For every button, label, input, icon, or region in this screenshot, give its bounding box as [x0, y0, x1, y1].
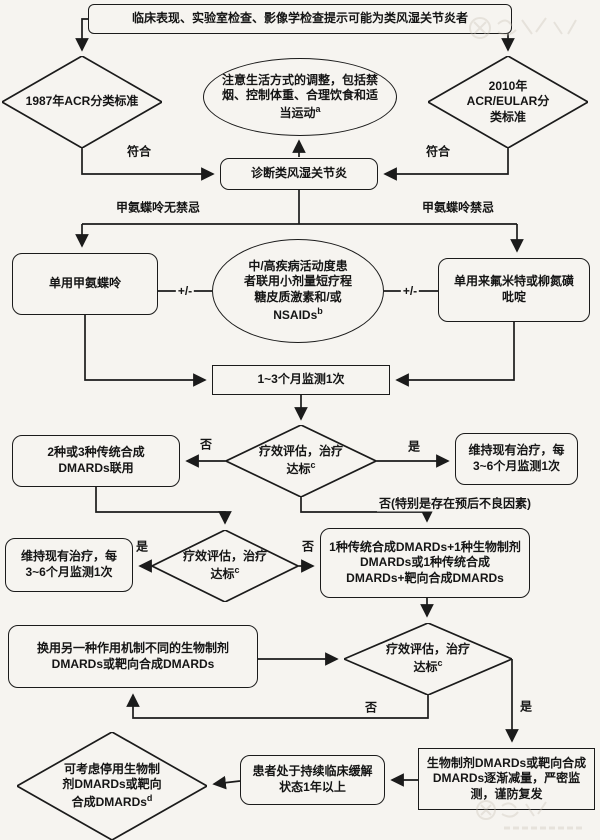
node-acr2010-label: 2010年ACR/EULAR分类标准: [466, 78, 550, 124]
node-taper-monitor: 生物制剂DMARDs或靶向合成DMARDs逐渐减量，严密监测，谨防复发: [418, 748, 595, 810]
diamond-shape: [2, 56, 162, 148]
node-mtx-label: 单用甲氨蝶呤: [48, 276, 121, 291]
edge-label-no-3: 否: [362, 698, 380, 716]
node-assess3-label: 疗效评估，治疗达标c: [385, 642, 470, 674]
edge-label-no-1: 否: [197, 435, 215, 453]
edge-label-mtx-no-contraindication: 甲氨蝶呤无禁忌: [113, 198, 203, 216]
node-assess1-label: 疗效评估，治疗达标c: [259, 444, 344, 476]
edge-label-yes-1: 是: [405, 437, 423, 455]
node-maintain-right-label: 维持现有治疗，每3~6个月监测1次: [468, 443, 565, 473]
node-consider-stop-biologic: 可考虑停用生物制剂DMARDs或靶向合成DMARDsd: [17, 732, 207, 840]
diamond-shape: [344, 623, 512, 695]
node-steroid-label: 中/高疾病活动度患者联用小剂量短疗程糖皮质激素和/或NSAIDsb: [244, 258, 353, 322]
diamond-shape: [226, 425, 376, 497]
node-diagnose: 诊断类风湿关节炎: [220, 158, 378, 190]
edge-label-plusminus-right: +/-: [400, 284, 420, 298]
edge-label-no-2: 否: [299, 537, 317, 555]
node-assess2-label: 疗效评估，治疗达标c: [183, 549, 268, 581]
edge-label-yes-2: 是: [133, 537, 151, 555]
node-switch-biologic: 换用另一种作用机制不同的生物制剂DMARDs或靶向合成DMARDs: [8, 625, 258, 688]
node-assess3-decision: 疗效评估，治疗达标c: [344, 623, 512, 695]
node-entry: 临床表现、实验室检查、影像学检查提示可能为类风湿关节炎者: [88, 4, 512, 34]
node-lef-ssz: 单用来氟米特或柳氮磺吡啶: [438, 258, 590, 322]
node-biologic-combination: 1种传统合成DMARDs+1种生物制剂DMARDs或1种传统合成DMARDs+靶…: [320, 528, 530, 598]
node-remission-label: 患者处于持续临床缓解状态1年以上: [252, 764, 373, 794]
node-bio-combo-label: 1种传统合成DMARDs+1种生物制剂DMARDs或1种传统合成DMARDs+靶…: [329, 539, 521, 585]
node-entry-label: 临床表现、实验室检查、影像学检查提示可能为类风湿关节炎者: [131, 11, 468, 26]
node-taper-label: 生物制剂DMARDs或靶向合成DMARDs逐渐减量，严密监测，谨防复发: [426, 755, 587, 801]
edge-label-no-special: 否(特别是存在预后不良因素): [377, 494, 533, 512]
node-mtx-monotherapy: 单用甲氨蝶呤: [12, 253, 158, 315]
node-lef-label: 单用来氟米特或柳氮磺吡啶: [454, 274, 575, 304]
node-monitor13-label: 1~3个月监测1次: [257, 372, 345, 387]
edge-label-plusminus-left: +/-: [175, 284, 195, 298]
watermark-bottom-right-icon: [470, 796, 596, 838]
node-acr1987-decision: 1987年ACR分类标准: [2, 56, 162, 148]
diamond-shape: [428, 56, 588, 148]
edge-label-meets-right: 符合: [423, 142, 453, 160]
node-monitor-1-3-months: 1~3个月监测1次: [212, 365, 390, 395]
node-switch-bio-label: 换用另一种作用机制不同的生物制剂DMARDs或靶向合成DMARDs: [36, 640, 229, 671]
edge-label-yes-3: 是: [517, 697, 535, 715]
node-maintain-left: 维持现有治疗，每3~6个月监测1次: [5, 538, 133, 592]
node-lifestyle-label: 注意生活方式的调整，包括禁烟、控制体重、合理饮食和适当运动a: [221, 72, 378, 120]
edge-label-meets-left: 符合: [124, 142, 154, 160]
node-assess2-decision: 疗效评估，治疗达标c: [152, 530, 298, 602]
node-combo23-label: 2种或3种传统合成DMARDs联用: [47, 445, 145, 475]
node-maintain-left-label: 维持现有治疗，每3~6个月监测1次: [20, 549, 117, 579]
node-lifestyle-advice: 注意生活方式的调整，包括禁烟、控制体重、合理饮食和适当运动a: [203, 58, 397, 136]
watermark-top-right-icon: [462, 6, 592, 54]
node-assess1-decision: 疗效评估，治疗达标c: [226, 425, 376, 497]
node-steroid-nsaids: 中/高疾病活动度患者联用小剂量短疗程糖皮质激素和/或NSAIDsb: [212, 239, 384, 343]
node-acr2010-decision: 2010年ACR/EULAR分类标准: [428, 56, 588, 148]
node-stop-bio-label: 可考虑停用生物制剂DMARDs或靶向合成DMARDsd: [62, 761, 162, 809]
diamond-shape: [17, 732, 207, 840]
node-acr1987-label: 1987年ACR分类标准: [25, 94, 139, 109]
diamond-shape: [152, 530, 298, 602]
node-diagnose-label: 诊断类风湿关节炎: [250, 166, 347, 181]
node-csdmards-combination: 2种或3种传统合成DMARDs联用: [12, 435, 180, 487]
edge-label-mtx-contraindication: 甲氨蝶呤禁忌: [419, 198, 497, 216]
node-maintain-right: 维持现有治疗，每3~6个月监测1次: [455, 433, 578, 485]
node-sustained-remission: 患者处于持续临床缓解状态1年以上: [240, 755, 385, 805]
